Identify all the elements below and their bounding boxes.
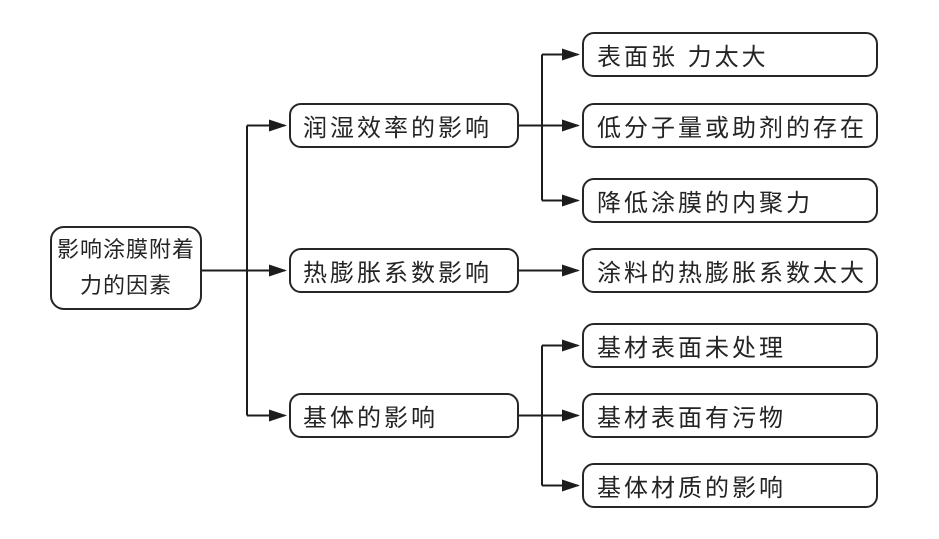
branch-node-substrate: 基体的影响 bbox=[289, 393, 519, 438]
leaf-node-surface-tension: 表面张 力太大 bbox=[582, 32, 878, 77]
root-label-line2: 力的因素 bbox=[79, 273, 172, 298]
branch-node-thermal-expansion: 热膨胀系数影响 bbox=[289, 248, 519, 293]
leaf-node-reduced-cohesion: 降低涂膜的内聚力 bbox=[582, 178, 878, 223]
leaf-node-coating-expansion-too-large: 涂料的热膨胀系数太大 bbox=[582, 248, 878, 293]
leaf-node-low-molecular-weight: 低分子量或助剂的存在 bbox=[582, 103, 878, 148]
root-label-line1: 影响涂膜附着 bbox=[56, 237, 195, 262]
root-node: 影响涂膜附着 力的因素 bbox=[50, 226, 202, 310]
branch-node-wetting-efficiency: 润湿效率的影响 bbox=[289, 103, 519, 148]
leaf-node-surface-contaminated: 基材表面有污物 bbox=[582, 393, 878, 438]
leaf-node-surface-untreated: 基材表面未处理 bbox=[582, 323, 878, 368]
leaf-node-substrate-material: 基体材质的影响 bbox=[582, 463, 878, 508]
